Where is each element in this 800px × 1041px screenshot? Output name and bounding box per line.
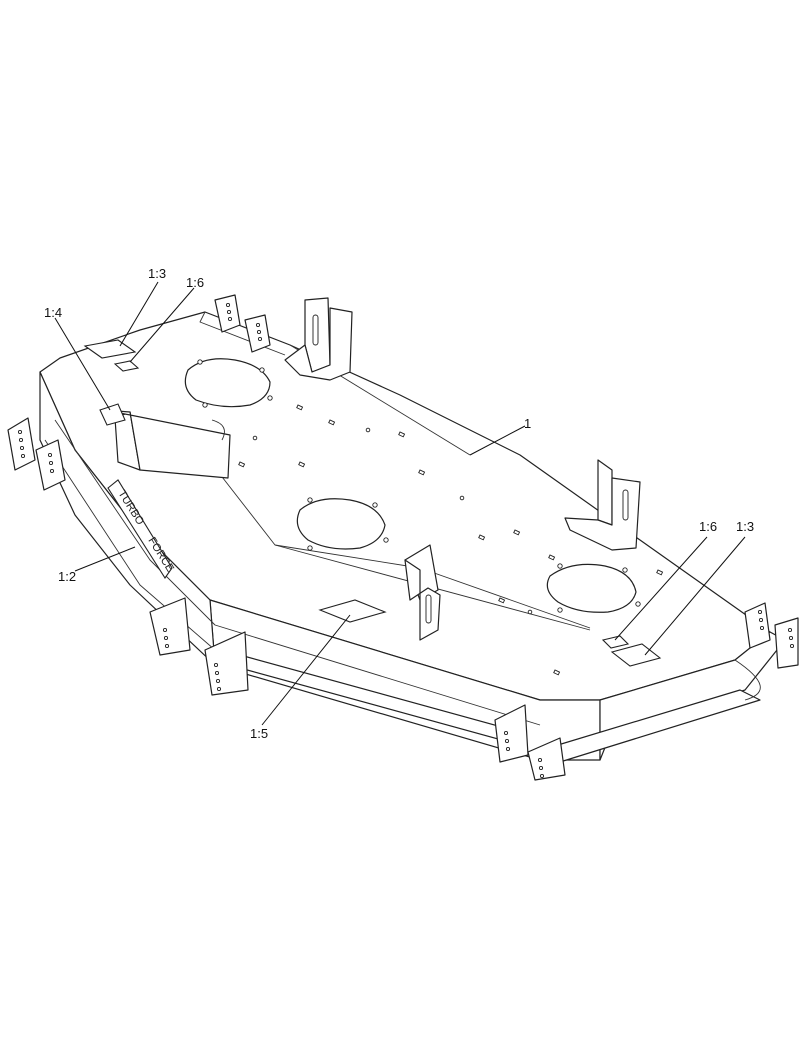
decal-front-center bbox=[318, 599, 387, 623]
tab-front-left-1 bbox=[149, 597, 191, 656]
tab-rear-left-1 bbox=[214, 294, 241, 333]
spindle-opening-left bbox=[184, 358, 271, 408]
deck-top-slots bbox=[238, 404, 664, 676]
leader-lines bbox=[54, 281, 746, 726]
callout-1-2: 1:2 bbox=[58, 569, 76, 584]
tab-right-2 bbox=[774, 617, 799, 669]
deck-top-surface bbox=[39, 311, 771, 701]
callout-1: 1 bbox=[524, 416, 531, 431]
tab-rear-left-2 bbox=[244, 314, 271, 353]
tab-front-right-2 bbox=[527, 737, 566, 781]
callout-1-5: 1:5 bbox=[250, 726, 268, 741]
tab-left-2 bbox=[35, 439, 66, 491]
spindle-bolt-holes bbox=[197, 359, 641, 613]
tab-front-left-2 bbox=[204, 631, 249, 696]
spindle-opening-right bbox=[546, 563, 637, 613]
callout-1-6-right: 1:6 bbox=[699, 519, 717, 534]
decal-right-small bbox=[601, 635, 630, 649]
height-adjust-tabs bbox=[7, 294, 799, 781]
decal-right-top bbox=[610, 643, 662, 667]
decal-left-top bbox=[83, 339, 137, 359]
deck-right-skirt bbox=[599, 631, 786, 761]
tab-front-right-1 bbox=[494, 704, 529, 763]
hanger-brackets bbox=[104, 297, 641, 641]
hanger-bracket-right-rear bbox=[597, 459, 613, 526]
callout-labels: 1 1:3 1:6 1:4 1:2 1:5 1:6 1:3 bbox=[44, 266, 754, 741]
decal-left-small bbox=[113, 360, 140, 372]
callout-1-6-left: 1:6 bbox=[186, 275, 204, 290]
decal-left-side bbox=[99, 403, 126, 426]
callout-1-3-right: 1:3 bbox=[736, 519, 754, 534]
callout-1-3-left: 1:3 bbox=[148, 266, 166, 281]
decals bbox=[83, 339, 662, 667]
spindle-openings bbox=[184, 358, 641, 613]
spindle-opening-center bbox=[296, 498, 386, 550]
tab-left-1 bbox=[7, 417, 36, 471]
callout-1-4: 1:4 bbox=[44, 305, 62, 320]
tab-right-1 bbox=[744, 602, 771, 649]
